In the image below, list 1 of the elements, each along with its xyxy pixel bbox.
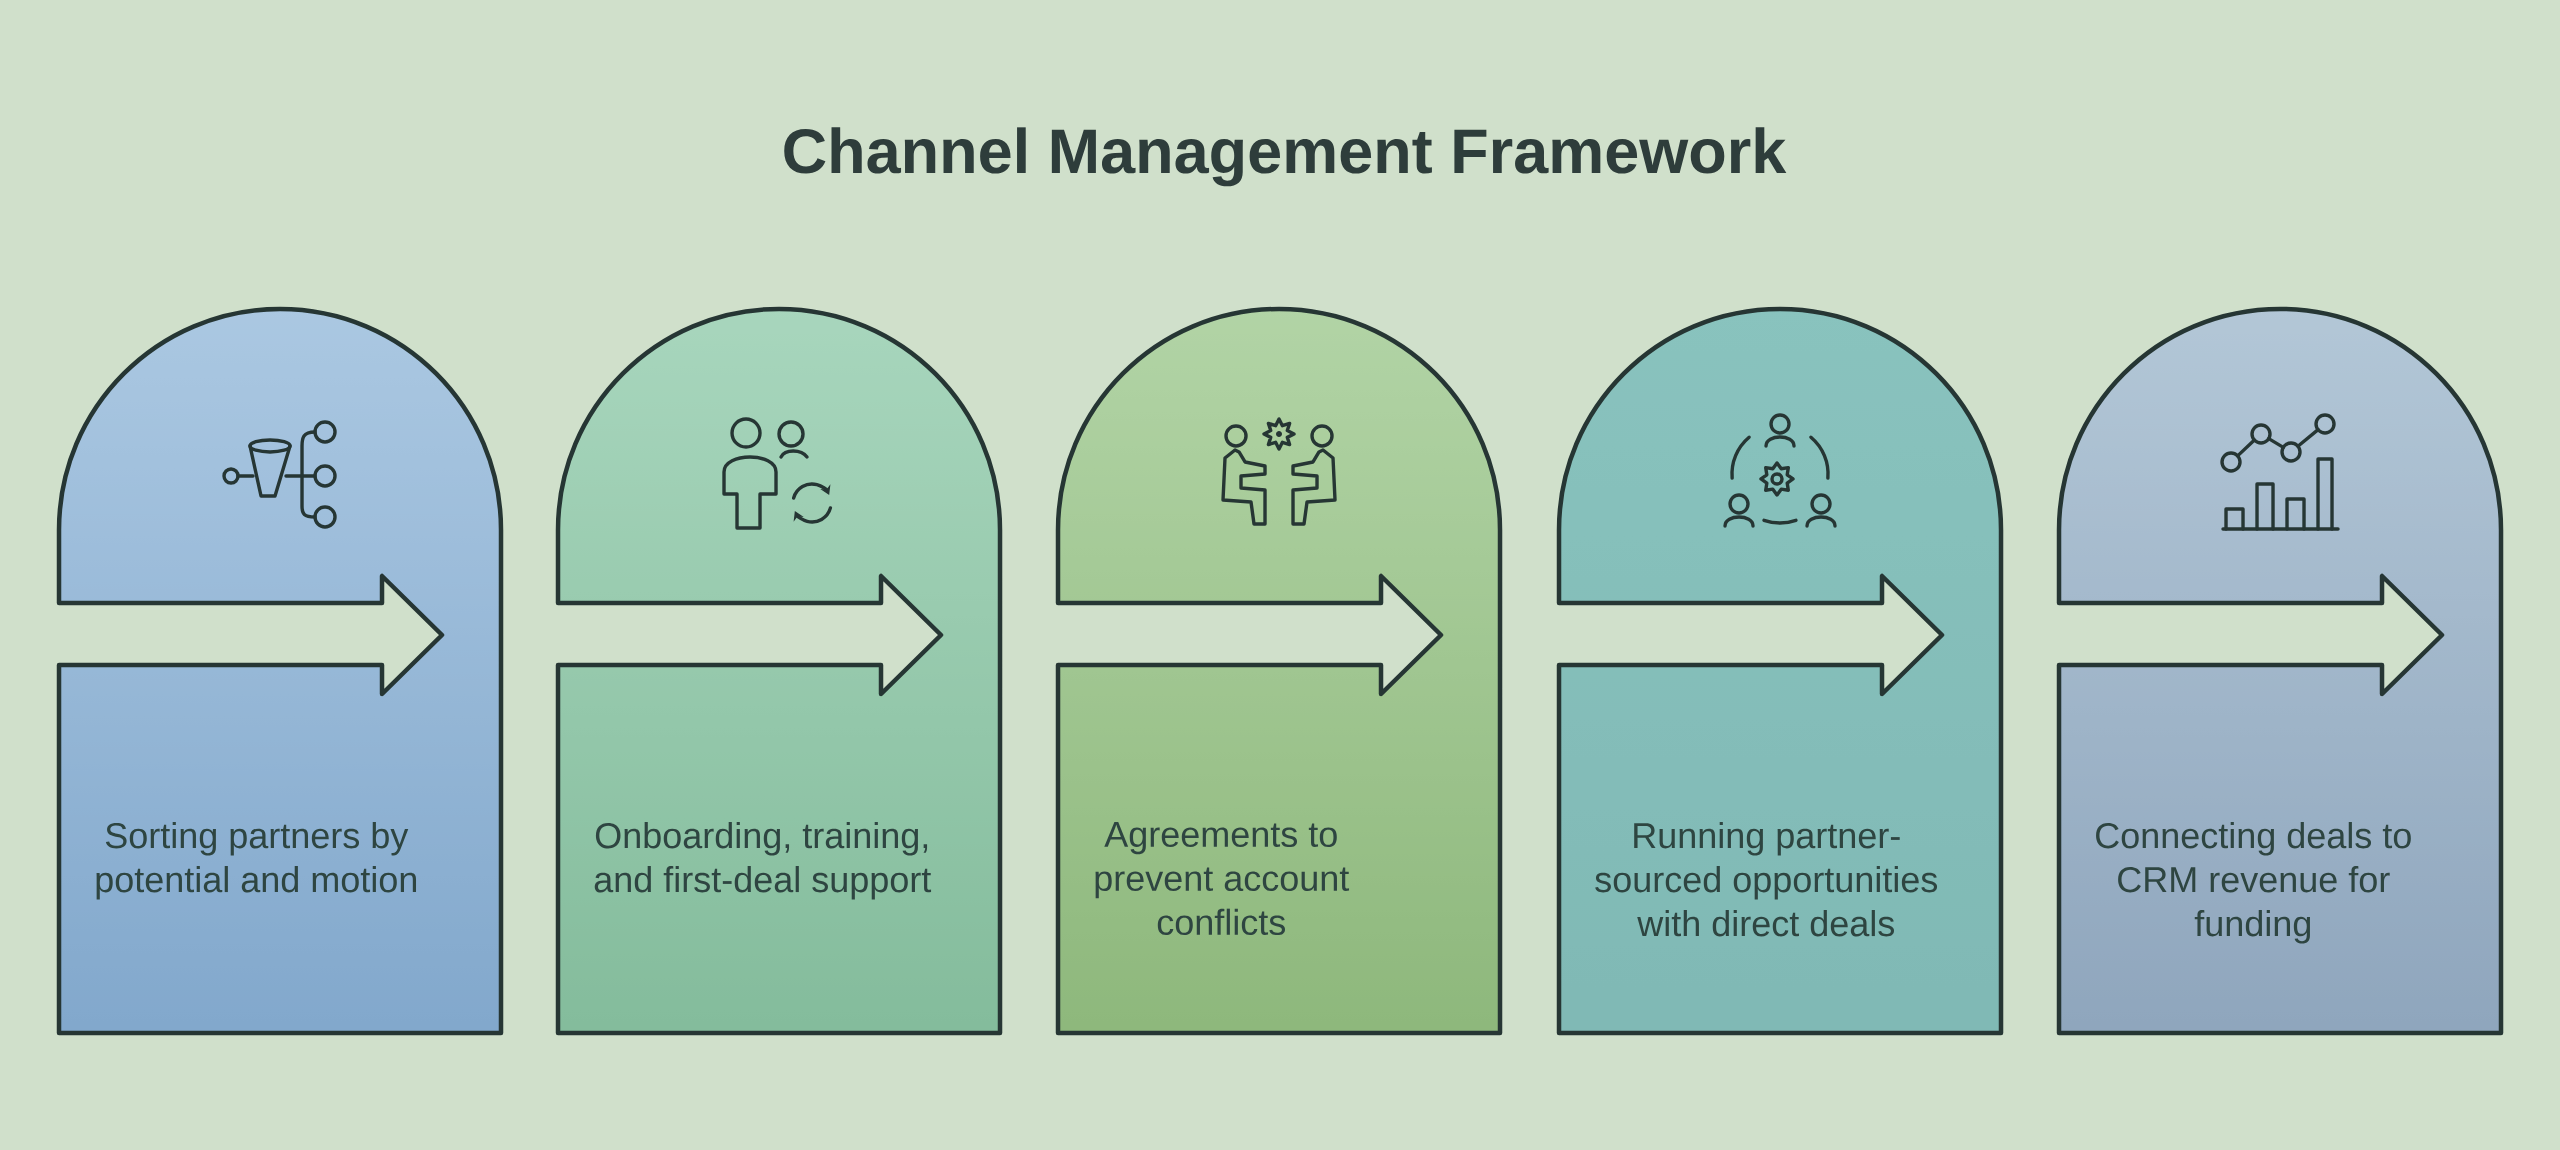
title: Channel Management Framework <box>784 127 1787 187</box>
